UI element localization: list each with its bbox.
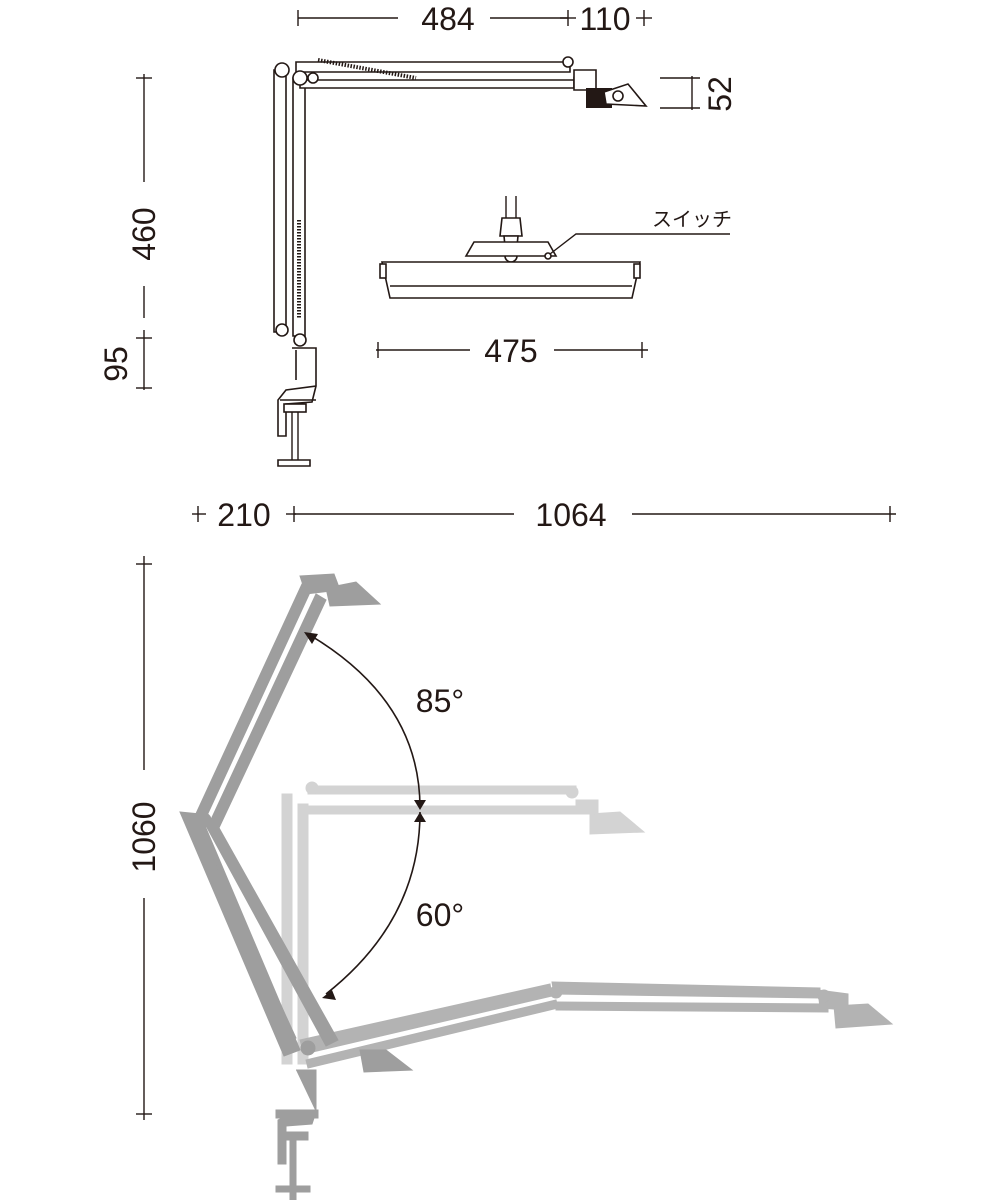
left-vertical-dimension [136,74,152,390]
head-offset-label: 110 [579,1,630,37]
shade-width-dimension [376,342,648,358]
arrow-head-top [304,632,318,644]
reach-total-label: 1064 [535,497,606,533]
lamp-side-view [273,56,648,467]
upper-height-label: 460 [126,207,162,260]
arm-length-label: 484 [421,1,474,37]
reach-back-label: 210 [217,497,270,533]
base-clamp [275,1069,319,1200]
arrow-head-mid-up [414,800,426,810]
arrow-head-mid-down [414,812,426,822]
lamp-position-raised [179,573,414,1073]
switch-label: スイッチ [652,207,732,231]
head-height-label: 52 [702,76,738,112]
lamp-position-normal [281,781,646,1065]
total-height-label: 1060 [126,801,162,872]
base-height-label: 95 [98,346,134,382]
arrow-head-bottom [322,990,336,1000]
angle-up-label: 85° [416,683,464,719]
total-height-dimension [136,556,152,1120]
angle-down-label: 60° [416,897,464,933]
reach-dimension [192,506,896,522]
top-dimension-lines [297,10,652,26]
shade-width-label: 475 [484,333,537,369]
shade-front-view [379,196,730,299]
head-height-dimension [660,76,700,110]
angle-arcs [304,632,426,1000]
